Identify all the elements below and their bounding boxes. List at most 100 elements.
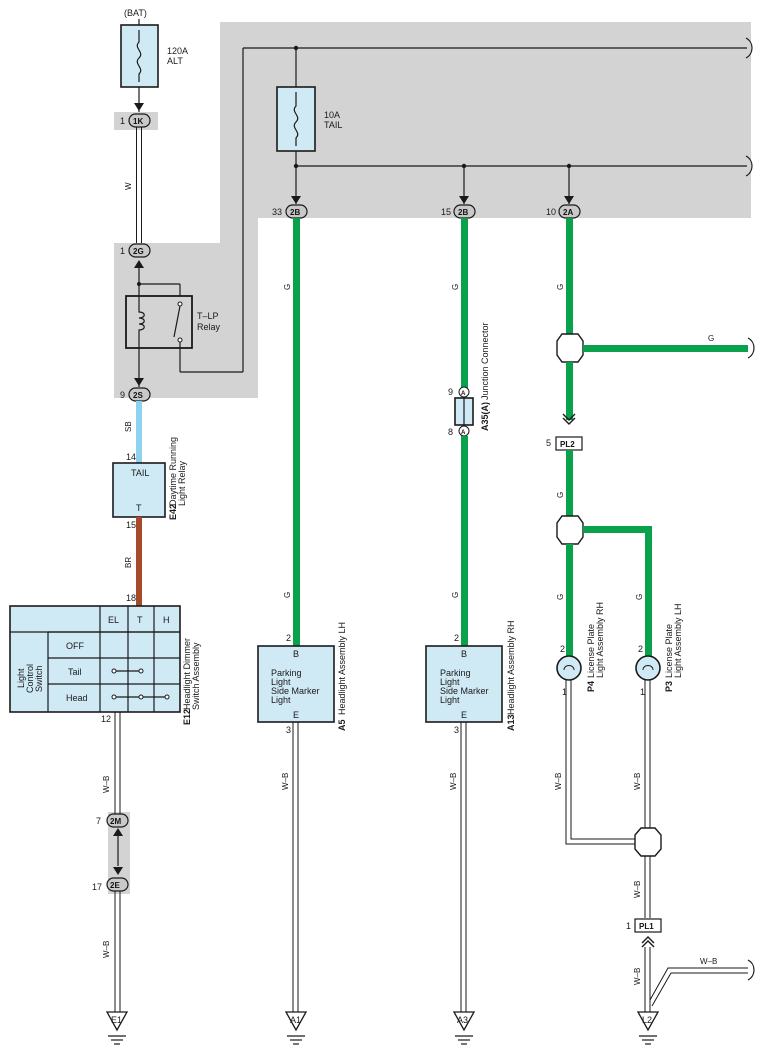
svg-text:G: G [635,594,644,600]
relay-coil-icon [138,306,145,338]
drl-name2: Light Relay [177,460,187,506]
svg-text:Side Marker: Side Marker [440,686,489,696]
svg-text:W–B: W–B [700,957,717,966]
wire-code-br: BR [124,557,133,568]
svg-text:W–B: W–B [633,773,642,790]
svg-text:2E: 2E [110,881,120,890]
svg-text:W–B: W–B [449,773,458,790]
plate-rh-code: P4 [586,681,596,692]
svg-text:Light Assembly LH: Light Assembly LH [673,603,683,678]
svg-text:Junction Connector: Junction Connector [480,322,490,400]
svg-text:T: T [136,503,142,513]
alt-fuse-name: ALT [167,56,183,66]
svg-text:A3: A3 [457,1015,468,1025]
svg-text:G: G [556,492,565,498]
wire-code-sb: SB [124,421,133,432]
svg-text:33: 33 [272,207,282,217]
svg-text:Switch Assembly: Switch Assembly [191,642,201,710]
svg-text:License Plate: License Plate [586,624,596,678]
alt-fuse-amp: 120A [167,46,188,56]
svg-text:Light Assembly RH: Light Assembly RH [595,602,605,678]
svg-text:1K: 1K [133,117,143,126]
svg-text:9: 9 [120,390,125,400]
svg-text:Side Marker: Side Marker [271,686,320,696]
relay-name: T–LP [197,311,219,321]
svg-text:9: 9 [448,387,453,397]
svg-text:14: 14 [126,452,136,462]
svg-text:Switch: Switch [34,665,44,692]
svg-text:15: 15 [441,207,451,217]
connector-pl1 [634,918,662,933]
svg-text:L2: L2 [642,1015,652,1025]
svg-text:TAIL: TAIL [131,468,149,478]
wire-g-rh [461,218,468,388]
svg-text:2G: 2G [133,247,144,256]
svg-text:A: A [461,391,466,397]
svg-text:G: G [556,594,565,600]
drl-name1: Daytime Running [168,437,178,506]
svg-text:W–B: W–B [281,773,290,790]
svg-text:12: 12 [101,714,111,724]
headlight-lh [257,645,335,723]
svg-text:OFF: OFF [66,641,84,651]
svg-text:2B: 2B [458,208,468,217]
svg-text:Light: Light [271,677,291,687]
svg-text:Light: Light [440,695,460,705]
svg-text:G: G [451,592,460,598]
connector-2g [128,243,151,258]
svg-text:A1: A1 [290,1015,301,1025]
svg-text:H: H [163,615,170,625]
wire-g-lh [293,218,300,646]
svg-text:18: 18 [126,593,136,603]
switch-code: E12 [182,709,192,725]
bat-label: (BAT) [124,8,147,18]
tail-fuse-amp: 10A [324,110,340,120]
svg-text:G: G [708,334,714,343]
svg-text:E: E [461,710,467,720]
svg-text:B: B [293,649,299,659]
headlight-rh [425,645,503,723]
wire-g-plate [566,218,573,336]
svg-text:2S: 2S [133,391,143,400]
svg-text:W–B: W–B [633,881,642,898]
junction-pin-a [458,386,470,398]
splice-point [634,827,662,857]
svg-text:2: 2 [286,633,291,643]
svg-text:Headlight Dimmer: Headlight Dimmer [182,638,192,710]
svg-text:3: 3 [286,725,291,735]
fuse-icon [293,92,299,146]
svg-text:G: G [556,284,565,290]
relay-name2: Relay [197,322,221,332]
connector-2e [106,877,129,892]
svg-text:1: 1 [640,687,645,697]
relay-block-area [108,22,751,894]
plate-lh-code: P3 [664,681,674,692]
svg-text:B: B [461,649,467,659]
svg-text:Parking: Parking [271,668,302,678]
headlight-dimmer-switch: EL T H OFF Tail Head Light Control Switc… [9,605,181,713]
svg-text:2: 2 [560,644,565,654]
license-plate-lh-bulb-icon [635,655,661,681]
svg-text:7: 7 [96,816,101,826]
svg-text:2B: 2B [290,208,300,217]
license-plate-rh-bulb-icon [556,655,582,681]
connector-1k [128,113,151,128]
junction-code: A35(A) [480,402,490,431]
svg-text:W–B: W–B [102,941,111,958]
svg-text:Light: Light [271,695,291,705]
svg-text:Headlight Assembly LH: Headlight Assembly LH [337,622,347,715]
svg-text:E: E [293,710,299,720]
svg-text:Head: Head [66,693,88,703]
svg-text:G: G [283,284,292,290]
svg-text:Tail: Tail [68,667,82,677]
headlight-lh-code: A5 [337,719,347,731]
wire-code-wb: W–B [102,776,111,793]
svg-text:17: 17 [92,882,102,892]
svg-text:8: 8 [448,427,453,437]
svg-text:Control: Control [25,664,35,693]
svg-text:T: T [137,615,143,625]
svg-text:2: 2 [454,633,459,643]
svg-text:W–B: W–B [554,773,563,790]
connector-2m [106,813,129,828]
